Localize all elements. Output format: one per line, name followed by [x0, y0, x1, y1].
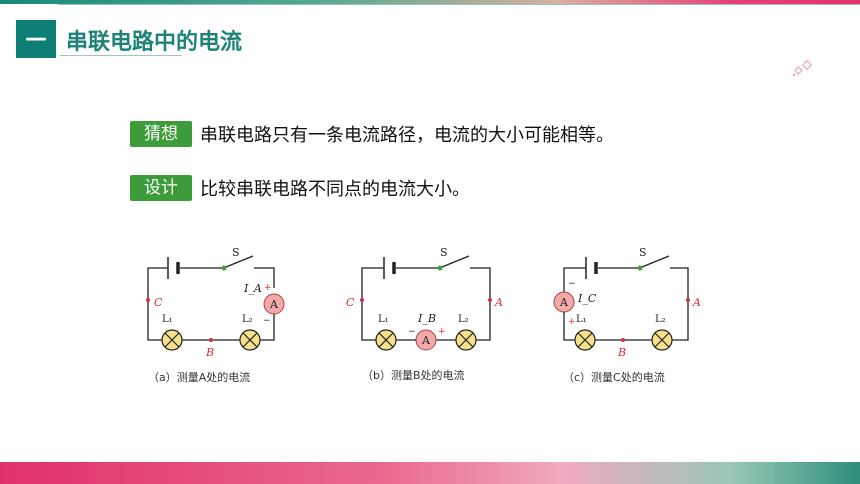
point-marker	[488, 298, 492, 302]
lamp-label: L₁	[576, 314, 587, 325]
title-underline	[60, 55, 182, 56]
design-badge: 设计	[130, 175, 192, 201]
point-label: B	[205, 346, 214, 359]
circuit-caption: （a）测量A处的电流	[148, 370, 250, 384]
guess-badge: 猜想	[130, 121, 192, 147]
section-dash: —	[25, 26, 47, 51]
svg-text:+: +	[264, 283, 272, 293]
point-marker	[686, 298, 690, 302]
ammeter-label: A	[421, 334, 431, 347]
lamp-label: L₁	[162, 314, 173, 325]
decorative-stars-icon	[792, 60, 812, 77]
lamp-label: L₂	[458, 314, 469, 325]
ammeter-current-label: I_A	[243, 282, 262, 295]
point-marker	[146, 298, 150, 302]
circuit-diagrams: S A I_A + − C B L₁ L₂ （a）测量A处的电流 S A	[146, 246, 701, 384]
circuit-caption: （c）测量C处的电流	[563, 370, 665, 384]
switch-icon	[437, 265, 443, 271]
point-label: A	[494, 296, 503, 309]
point-label: C	[154, 296, 163, 309]
circuit-b: S A I_B + − C A L₁ L₂ （b）测量B处的电流	[346, 246, 503, 382]
bottom-gradient-bar	[0, 462, 860, 484]
ammeter-current-label: I_C	[577, 292, 597, 305]
lamp-label: L₂	[655, 314, 666, 325]
svg-text:+: +	[438, 327, 446, 337]
svg-text:+: +	[568, 317, 576, 327]
section-marker: —	[16, 20, 56, 58]
point-marker	[209, 338, 213, 342]
top-line	[58, 4, 860, 5]
ammeter-label: A	[559, 296, 569, 309]
circuit-a: S A I_A + − C B L₁ L₂ （a）测量A处的电流	[146, 246, 285, 384]
lamp-label: L₁	[378, 314, 389, 325]
guess-row: 猜想 串联电路只有一条电流路径，电流的大小可能相等。	[130, 121, 614, 147]
point-label: A	[692, 296, 701, 309]
point-label: C	[346, 296, 355, 309]
top-gradient-bar	[0, 0, 860, 4]
design-row: 设计 比较串联电路不同点的电流大小。	[130, 175, 470, 201]
design-text: 比较串联电路不同点的电流大小。	[200, 179, 470, 200]
switch-label: S	[232, 246, 240, 259]
point-marker	[360, 298, 364, 302]
lamp-label: L₂	[242, 314, 253, 325]
switch-label: S	[639, 246, 647, 259]
svg-text:−: −	[408, 327, 416, 337]
guess-text: 串联电路只有一条电流路径，电流的大小可能相等。	[200, 125, 614, 146]
circuit-c: S A I_C − + A B L₁ L₂ （c）测量C处的电流	[553, 246, 701, 384]
ammeter-current-label: I_B	[417, 312, 436, 325]
circuit-caption: （b）测量B处的电流	[362, 368, 465, 382]
point-label: B	[617, 346, 626, 359]
svg-text:−: −	[568, 279, 576, 289]
ammeter-label: A	[269, 298, 279, 311]
switch-icon	[637, 265, 643, 271]
page-title: 串联电路中的电流	[66, 30, 243, 55]
switch-icon	[221, 265, 227, 271]
point-marker	[621, 338, 625, 342]
svg-text:−: −	[263, 316, 271, 326]
switch-label: S	[440, 246, 448, 259]
